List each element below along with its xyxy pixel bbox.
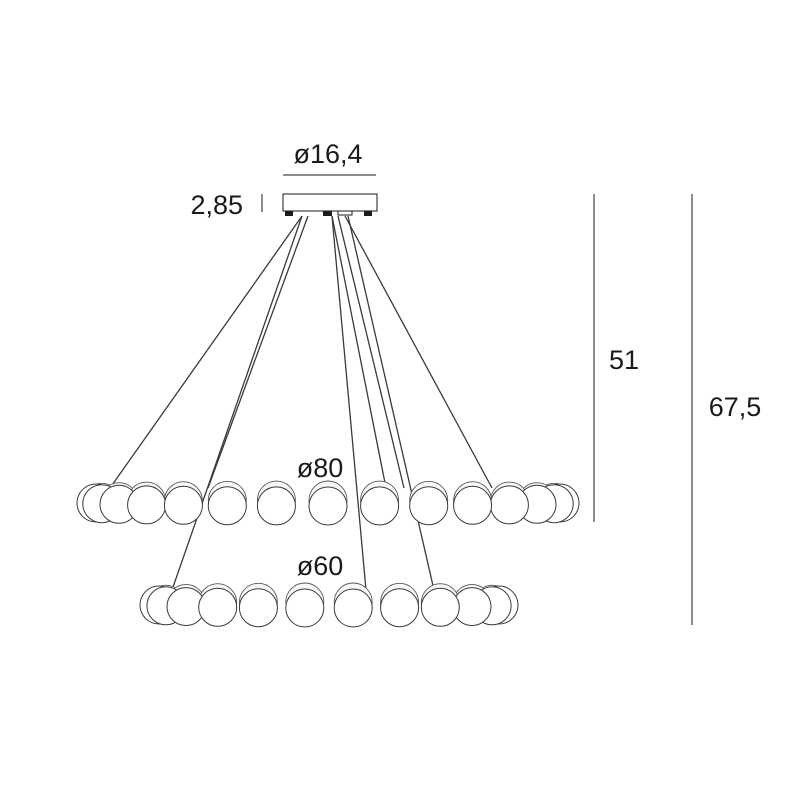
ring-small-bead bbox=[420, 587, 460, 627]
canopy-mount-left bbox=[285, 211, 293, 216]
ring-large bbox=[76, 480, 580, 526]
ring-large-bead bbox=[489, 485, 529, 525]
ring-small-bead bbox=[238, 588, 278, 628]
ring-small bbox=[139, 582, 519, 628]
canopy bbox=[282, 193, 378, 212]
canopy-cable-clamp bbox=[337, 210, 353, 216]
overall-height-label: 67,5 bbox=[709, 392, 762, 422]
ring-small-bead bbox=[285, 588, 325, 628]
canopy-mount-center bbox=[323, 211, 332, 216]
ring-large-bead bbox=[360, 486, 400, 526]
canopy-diameter-label: ø16,4 bbox=[293, 139, 362, 169]
ring-small-bead bbox=[380, 588, 420, 628]
ring-large-bead bbox=[207, 486, 247, 526]
drop-height-label: 51 bbox=[609, 345, 639, 375]
ring-large-diameter-label: ø80 bbox=[297, 453, 344, 483]
suspension-wires bbox=[109, 215, 493, 591]
ring-large-bead bbox=[256, 486, 296, 526]
ring-large-bead bbox=[127, 485, 167, 525]
ring-large-bead bbox=[453, 485, 493, 525]
ring-large-bead bbox=[163, 485, 203, 525]
canopy-height-label: 2,85 bbox=[190, 190, 243, 220]
ring-small-bead bbox=[333, 588, 373, 628]
ring-large-bead bbox=[308, 486, 348, 526]
ring-small-bead bbox=[198, 587, 238, 627]
ring-small-diameter-label: ø60 bbox=[297, 551, 344, 581]
ring-large-bead bbox=[409, 486, 449, 526]
canopy-mount-right bbox=[364, 211, 372, 216]
